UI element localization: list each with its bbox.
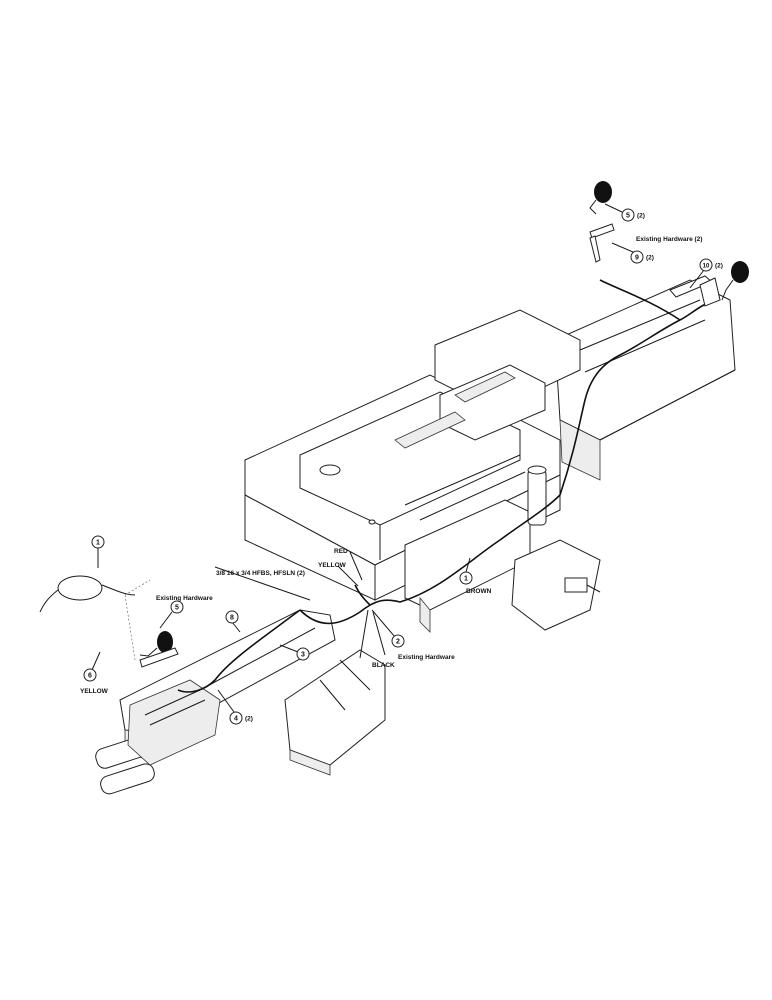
lamp-top (589, 181, 612, 215)
callout-2-center: 2 (391, 634, 405, 648)
svg-text:5: 5 (626, 213, 630, 220)
label-existing-hardware-left: Existing Hardware (156, 595, 213, 602)
callout-6-left: 6 (83, 668, 97, 682)
label-existing-hardware-center: Existing Hardware (398, 654, 455, 661)
svg-text:3: 3 (301, 652, 305, 659)
lamp-right (721, 261, 749, 301)
label-red-wire: RED (334, 548, 348, 555)
pickup (284, 649, 386, 776)
svg-text:9: 9 (635, 255, 639, 262)
svg-text:1: 1 (96, 540, 100, 547)
callout-10-top: 10 (2) (699, 258, 723, 272)
svg-text:(2): (2) (245, 716, 253, 723)
lamp-left (139, 631, 173, 657)
hitch-tongue (95, 609, 336, 795)
svg-text:2: 2 (396, 639, 400, 646)
bracket-left (124, 579, 179, 668)
callout-5-top: 5 (2) (621, 208, 645, 222)
leader-lines (91, 203, 705, 713)
svg-text:4: 4 (234, 716, 238, 723)
wiring-harness (39, 279, 716, 693)
svg-text:5: 5 (175, 605, 179, 612)
callout-3-center: 3 (296, 647, 310, 661)
svg-text:(2): (2) (715, 263, 723, 270)
callout-4-left: 4 (2) (229, 711, 253, 725)
label-brown-wire: BROWN (466, 588, 492, 595)
baler-body (244, 279, 736, 633)
svg-text:1: 1 (464, 576, 468, 583)
callout-9-top: 9 (2) (630, 250, 654, 264)
svg-text:10: 10 (703, 264, 710, 270)
label-black-wire: BLACK (372, 662, 395, 669)
label-yellow-wire-center: YELLOW (318, 562, 347, 569)
svg-text:(2): (2) (637, 213, 645, 220)
callout-1-left: 1 (91, 535, 105, 549)
label-yellow-wire-left: YELLOW (80, 688, 109, 695)
svg-text:(2): (2) (646, 255, 654, 262)
svg-text:8: 8 (230, 615, 234, 622)
label-existing-hardware-top: Existing Hardware (2) (636, 236, 702, 243)
svg-text:6: 6 (88, 673, 92, 680)
label-bolt-spec: 3/8 16 x 3/4 HFBS, HFSLN (2) (216, 570, 305, 577)
bracket-top (589, 223, 615, 263)
callout-1-right: 1 (459, 571, 473, 585)
callout-5-left: 5 (170, 600, 184, 614)
callout-8-center: 8 (225, 610, 239, 624)
